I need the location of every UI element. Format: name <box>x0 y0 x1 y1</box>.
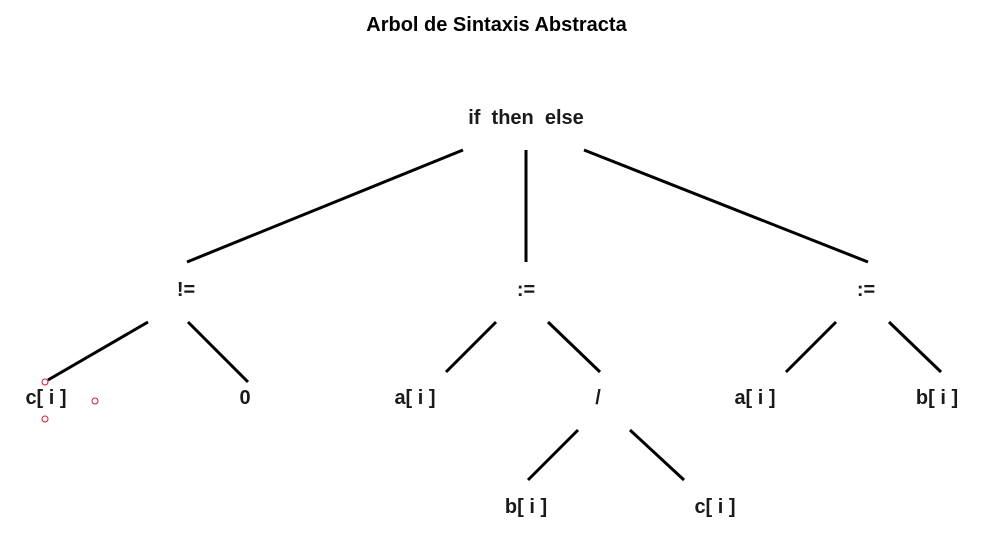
edge-neq-ci <box>47 320 149 382</box>
node-zero: 0 <box>239 387 251 409</box>
node-a-i-right: a[ i ] <box>734 387 776 409</box>
edge-assign1-ai <box>444 320 498 374</box>
node-b-i-right: b[ i ] <box>915 387 959 409</box>
node-assign-middle: := <box>516 279 536 301</box>
edge-assign2-ai <box>784 320 838 374</box>
node-if-then-else: if then else <box>468 107 584 129</box>
selection-handle-right[interactable] <box>91 397 99 405</box>
node-c-i: c[ i ] <box>25 387 67 409</box>
node-assign-right: := <box>856 279 876 301</box>
diagram-title: Arbol de Sintaxis Abstracta <box>366 14 627 36</box>
node-divide: / <box>595 387 601 409</box>
edge-neq-zero <box>186 320 250 384</box>
selection-handle-bottom[interactable] <box>41 415 49 423</box>
node-c-i-bottom: c[ i ] <box>694 496 736 518</box>
node-b-i-bottom: b[ i ] <box>504 496 548 518</box>
edge-assign1-div <box>546 320 602 374</box>
node-a-i-middle: a[ i ] <box>394 387 436 409</box>
selection-handle-top[interactable] <box>41 378 49 386</box>
edge-root-neq <box>186 148 464 264</box>
edge-div-bi <box>526 428 580 482</box>
edge-root-assign2 <box>583 148 869 264</box>
edge-assign2-bi <box>887 320 943 374</box>
node-not-equal: != <box>176 279 196 301</box>
edge-div-ci <box>628 428 686 482</box>
